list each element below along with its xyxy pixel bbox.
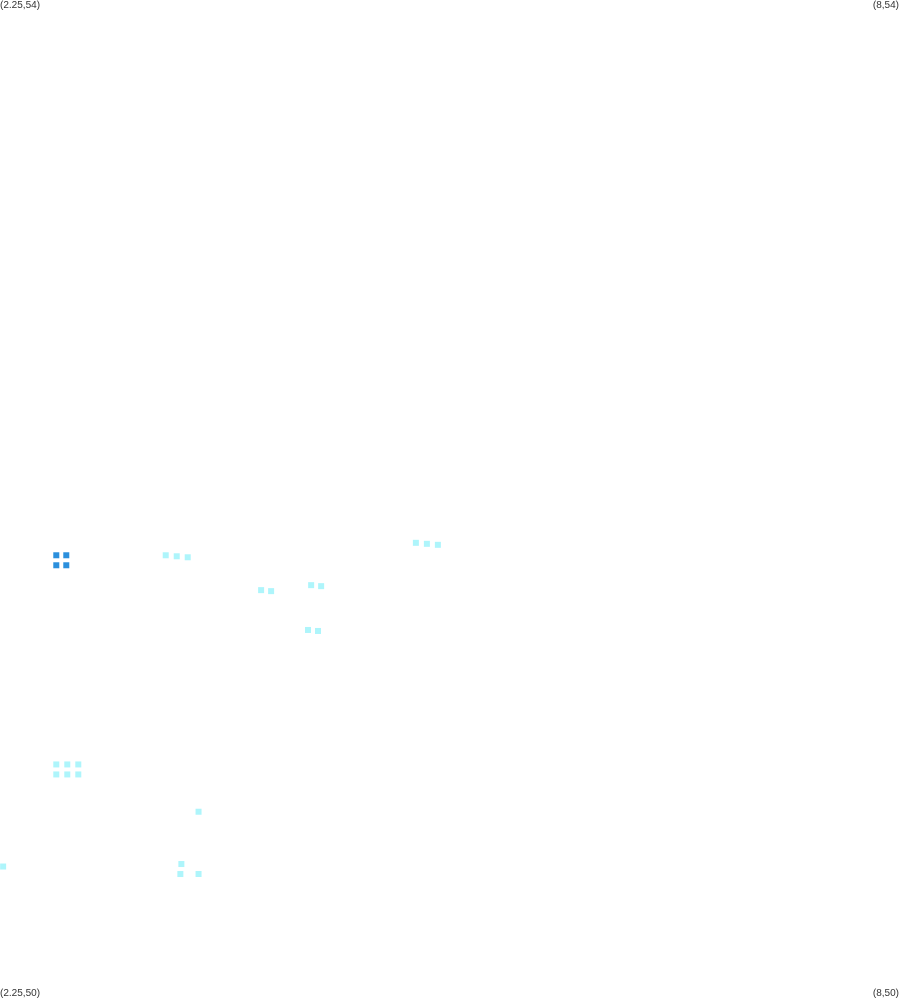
- map-marker[interactable]: [53, 771, 60, 778]
- marker-group-4[interactable]: [308, 582, 325, 590]
- map-marker[interactable]: [75, 761, 82, 768]
- map-marker[interactable]: [434, 541, 441, 548]
- map-marker[interactable]: [268, 588, 275, 595]
- map-marker[interactable]: [184, 554, 191, 561]
- map-marker[interactable]: [423, 540, 430, 547]
- map-marker[interactable]: [177, 871, 184, 878]
- bottom-right-coordinate-label: (8,50): [872, 988, 899, 999]
- map-marker[interactable]: [258, 587, 265, 594]
- marker-group-1[interactable]: [162, 552, 191, 561]
- marker-group-6[interactable]: [53, 761, 82, 778]
- map-marker[interactable]: [305, 626, 312, 633]
- marker-group-8[interactable]: [0, 863, 7, 870]
- map-marker[interactable]: [318, 583, 325, 590]
- marker-group-5[interactable]: [305, 626, 322, 634]
- map-marker[interactable]: [308, 582, 315, 589]
- bottom-left-coordinate-label: (2.25,50): [0, 988, 41, 999]
- marker-group-9[interactable]: [177, 861, 185, 878]
- map-marker[interactable]: [195, 870, 202, 877]
- map-marker[interactable]: [63, 552, 70, 559]
- marker-group-10[interactable]: [195, 870, 202, 877]
- map-marker[interactable]: [53, 761, 60, 768]
- map-marker[interactable]: [412, 539, 419, 546]
- map-marker[interactable]: [195, 808, 202, 815]
- map-marker[interactable]: [0, 863, 7, 870]
- map-marker[interactable]: [162, 552, 169, 559]
- map-marker[interactable]: [64, 761, 71, 768]
- map-marker[interactable]: [178, 861, 185, 868]
- top-left-coordinate-label: (2.25,54): [0, 0, 41, 11]
- map-marker[interactable]: [63, 562, 70, 569]
- marker-group-7[interactable]: [195, 808, 202, 815]
- map-marker[interactable]: [173, 553, 180, 560]
- map-marker[interactable]: [53, 552, 60, 559]
- top-right-coordinate-label: (8,54): [872, 0, 899, 11]
- selected-marker-group[interactable]: [53, 552, 70, 569]
- marker-group-2[interactable]: [412, 539, 441, 548]
- map-marker[interactable]: [64, 771, 71, 778]
- map-marker[interactable]: [315, 627, 322, 634]
- map-marker[interactable]: [53, 562, 60, 569]
- map-marker[interactable]: [75, 771, 82, 778]
- marker-group-3[interactable]: [258, 587, 275, 595]
